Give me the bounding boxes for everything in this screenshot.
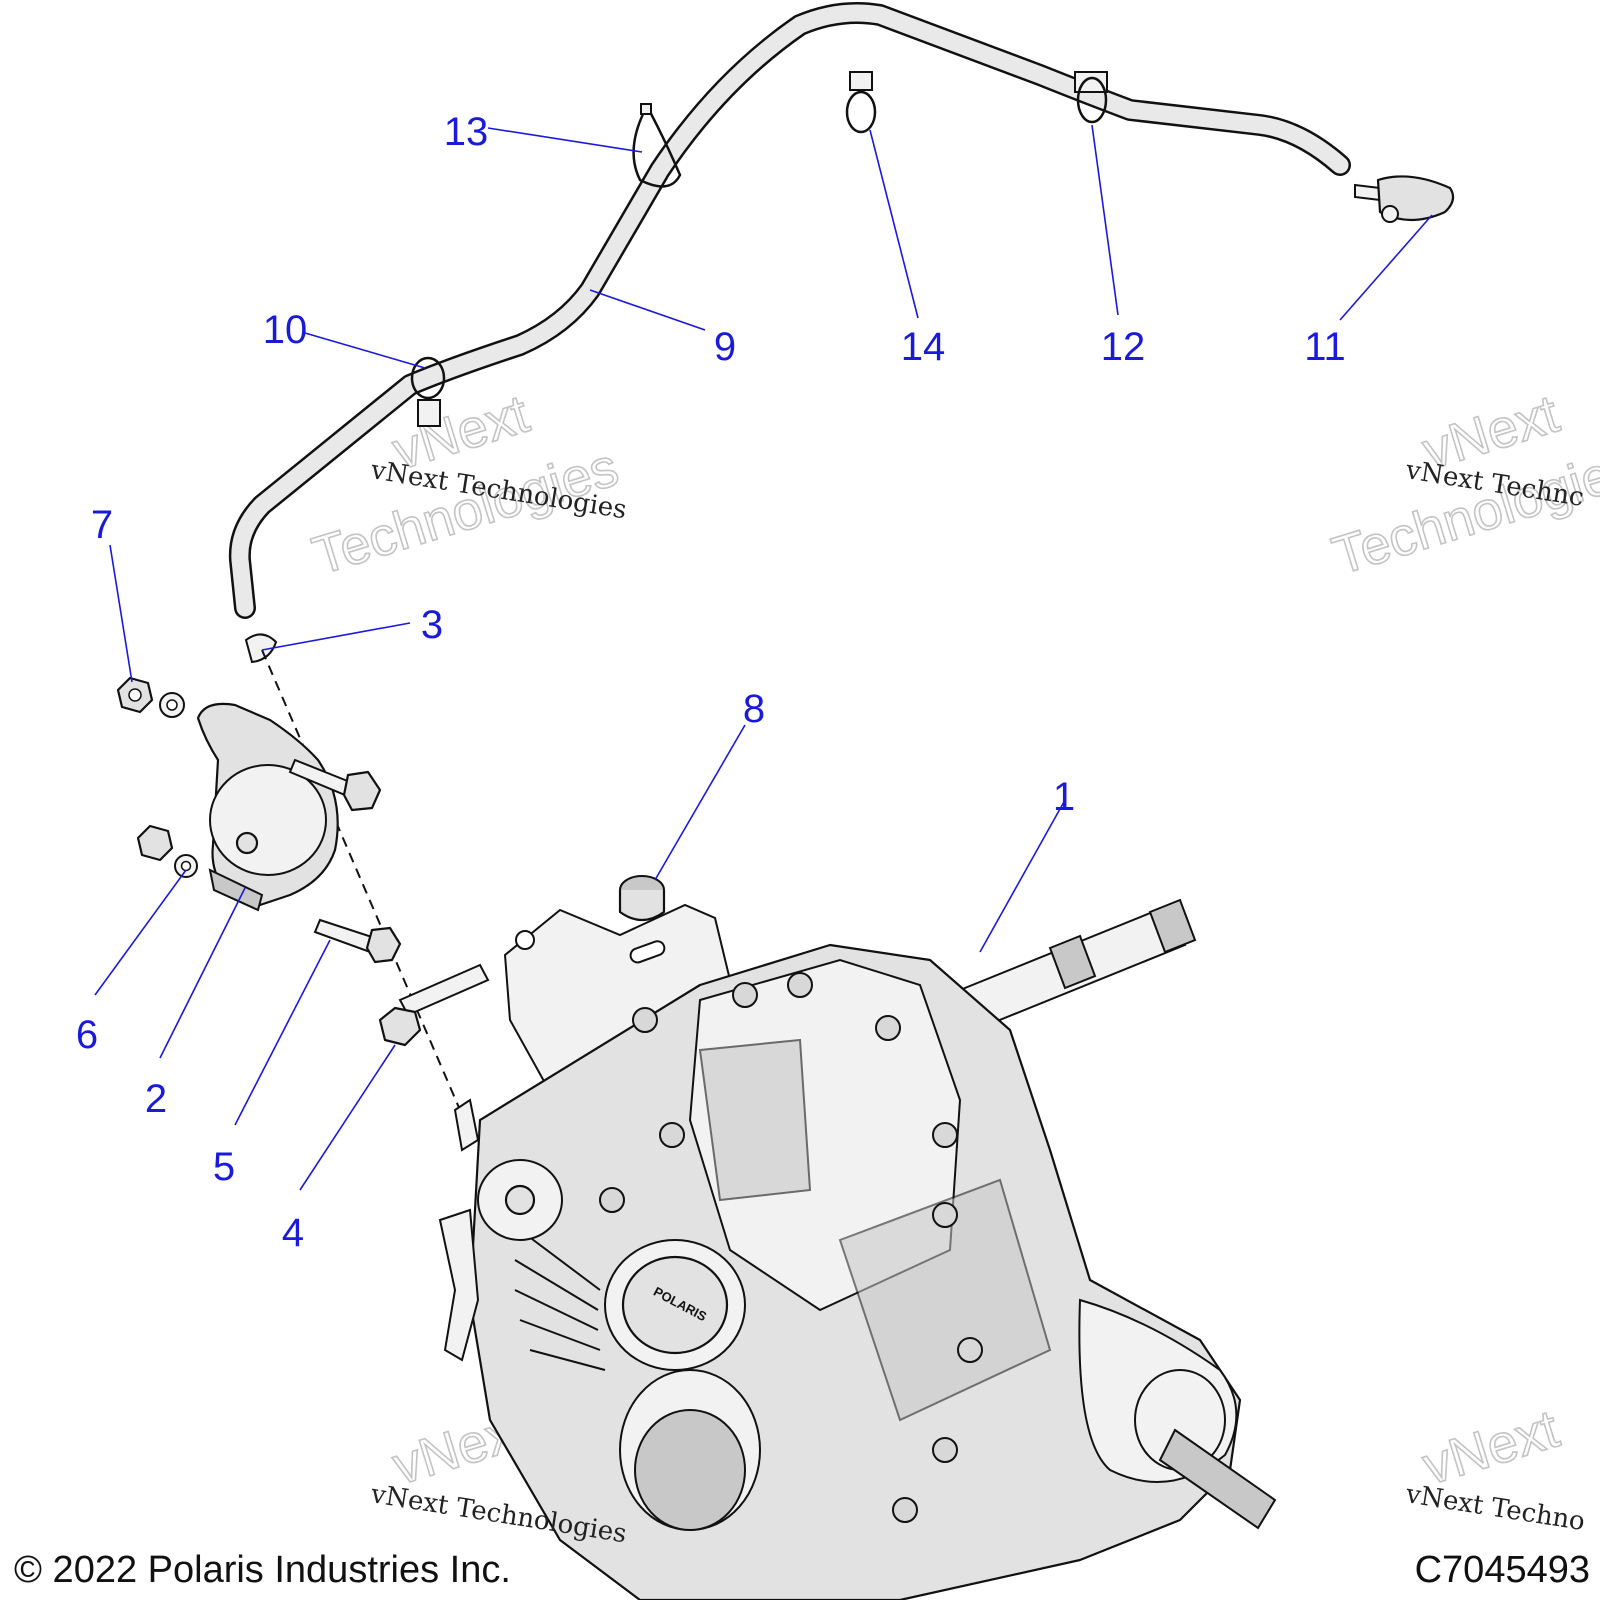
stud-4: [378, 963, 490, 1047]
copyright-notice: © 2022 Polaris Industries Inc.: [14, 1549, 511, 1591]
sensor-cover-2: [196, 702, 339, 912]
callout-5[interactable]: 5: [213, 1145, 235, 1189]
callout-3[interactable]: 3: [421, 603, 443, 647]
callout-9[interactable]: 9: [714, 325, 736, 369]
hose-clamp-10: [410, 356, 446, 427]
plug-8: [618, 875, 666, 922]
gearcase-1: POLARIS: [438, 898, 1277, 1600]
callouts: 1 2 3 4 5 6 7 8 9 10 11 12 13 14: [76, 110, 1346, 1255]
bolt-5-lower: [313, 918, 402, 964]
callout-10[interactable]: 10: [263, 308, 308, 352]
drawing-number: C7045493: [1414, 1549, 1590, 1591]
callout-2[interactable]: 2: [145, 1077, 167, 1121]
nut-6: [136, 824, 198, 878]
hose-clip-14: [845, 71, 877, 134]
callout-13[interactable]: 13: [444, 110, 489, 154]
breather-hose: [228, 1, 1351, 619]
callout-4[interactable]: 4: [282, 1211, 304, 1255]
leader-lines: [94, 124, 1433, 1191]
callout-7[interactable]: 7: [91, 503, 113, 547]
cable-tie-13: [632, 103, 682, 188]
watermark-caption: vNext Techno: [1403, 1479, 1587, 1537]
watermark-brand: vNext: [1416, 1399, 1566, 1497]
hose-clip-3: [244, 633, 278, 664]
callout-6[interactable]: 6: [76, 1013, 98, 1057]
callout-12[interactable]: 12: [1101, 325, 1146, 369]
callout-8[interactable]: 8: [743, 687, 765, 731]
callout-11[interactable]: 11: [1304, 325, 1346, 369]
hose-clamp-12: [1074, 71, 1108, 124]
nut-7: [116, 676, 185, 718]
callout-14[interactable]: 14: [901, 325, 946, 369]
vent-fitting-11: [1354, 175, 1455, 223]
assembly-line: [261, 649, 461, 1111]
bolt-5-upper: [288, 758, 382, 812]
callout-1[interactable]: 1: [1053, 775, 1075, 819]
cooling-fins: [514, 1229, 606, 1371]
